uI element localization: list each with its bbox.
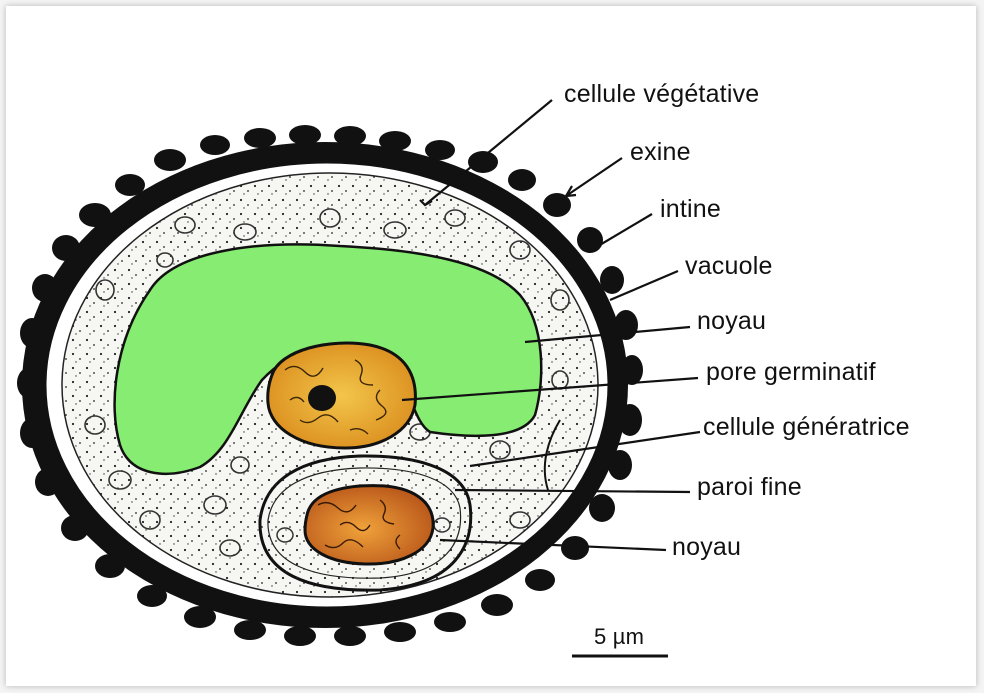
vegetative-nucleus: [268, 343, 416, 448]
label-cellule-generatrice: cellule génératrice: [703, 413, 910, 442]
label-cellule-vegetative: cellule végétative: [564, 80, 759, 109]
scale-bar-label: 5 µm: [594, 624, 644, 650]
label-paroi-fine: paroi fine: [697, 473, 802, 502]
label-pore-germinatif: pore germinatif: [706, 358, 876, 387]
label-vacuole: vacuole: [685, 252, 773, 281]
label-noyau-generatif: noyau: [672, 533, 741, 562]
label-intine: intine: [660, 195, 721, 224]
label-noyau-vegetatif: noyau: [697, 307, 766, 336]
generative-cell: [260, 456, 471, 590]
label-exine: exine: [630, 138, 691, 167]
